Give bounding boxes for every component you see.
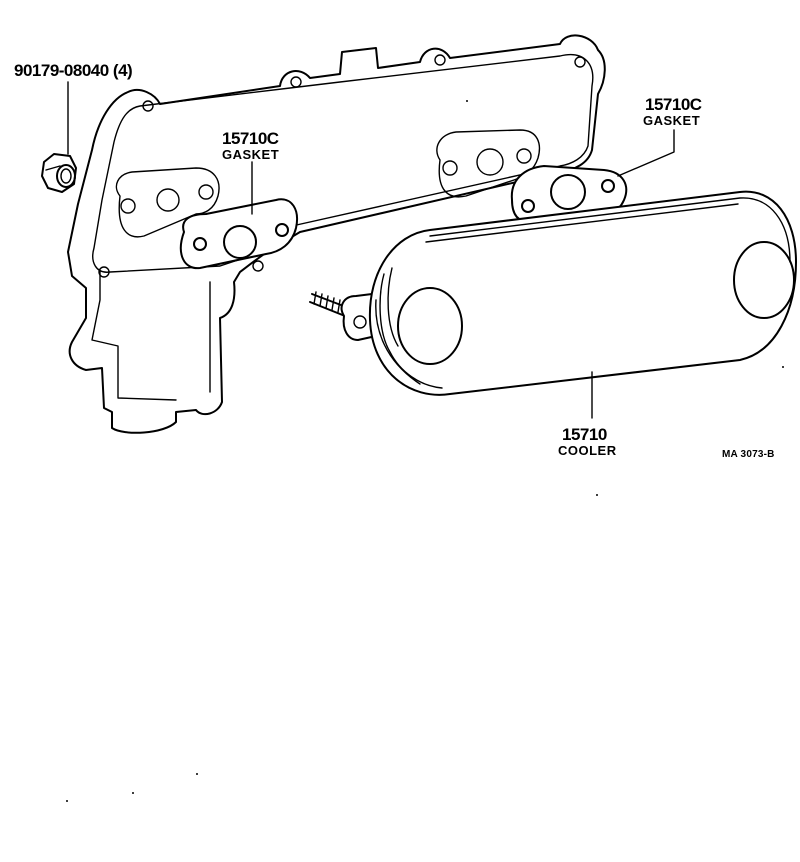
leader-lines xyxy=(67,81,675,419)
speck xyxy=(782,366,784,368)
cooler-name: COOLER xyxy=(558,443,617,458)
stud-bolt-shape xyxy=(309,291,377,341)
speck xyxy=(466,100,468,102)
cooler-part-number: 15710 xyxy=(562,425,607,444)
gasket-left-shape xyxy=(179,198,298,270)
gasket-right-name: GASKET xyxy=(643,113,701,128)
gasket-right-part-number: 15710C xyxy=(645,95,702,114)
gasket-left-name: GASKET xyxy=(222,147,280,162)
speck xyxy=(132,792,134,794)
speck xyxy=(66,800,68,802)
figure-reference: MA 3073-B xyxy=(722,449,775,460)
speck xyxy=(596,494,598,496)
hex-nut-shape xyxy=(41,153,77,193)
nut-part-number: 90179-08040 (4) xyxy=(14,61,133,80)
gasket-left-part-number: 15710C xyxy=(222,129,279,148)
cooler-element-shape xyxy=(368,190,797,396)
speck xyxy=(196,773,198,775)
